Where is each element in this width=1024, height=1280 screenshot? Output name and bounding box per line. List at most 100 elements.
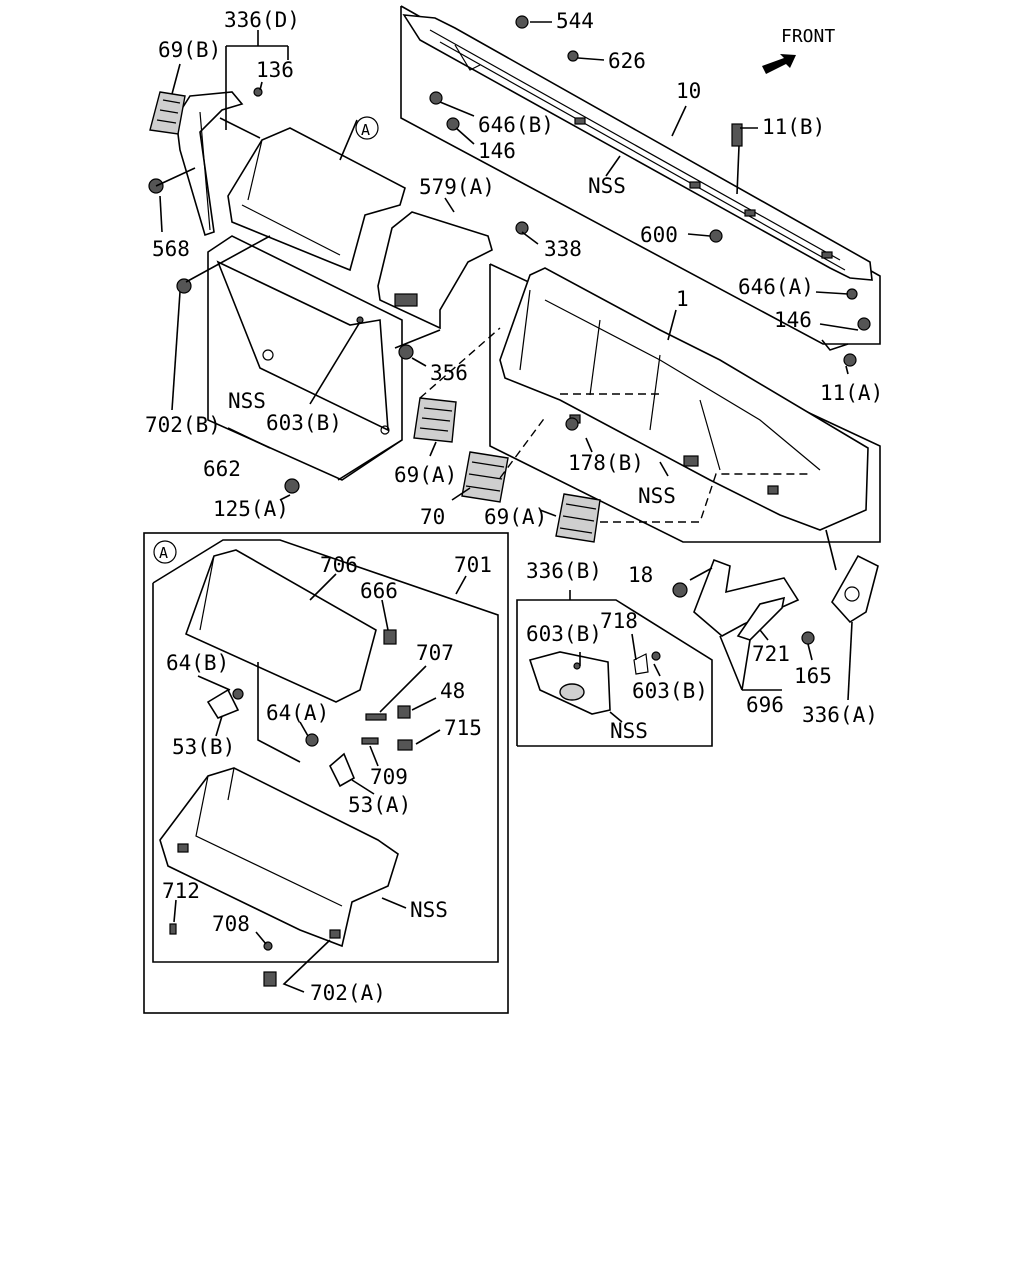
- label-646a: 646(A): [738, 275, 814, 299]
- label-nss-glove-box: NSS: [410, 898, 448, 922]
- label-nss-dashboard: NSS: [638, 484, 676, 508]
- label-165: 165: [794, 664, 832, 688]
- label-11b: 11(B): [762, 115, 825, 139]
- label-48: 48: [440, 679, 465, 703]
- clip-646a-icon: [846, 288, 858, 300]
- label-53b: 53(B): [172, 735, 235, 759]
- label-136: 136: [256, 58, 294, 82]
- screw-338-icon: [515, 221, 529, 235]
- label-603b-left: 603(B): [526, 622, 602, 646]
- dashboard-main-part-1: [499, 267, 869, 531]
- bolt-18-icon: [672, 582, 688, 598]
- clip-666-icon: [383, 629, 397, 645]
- vent-69a-upper: [413, 397, 457, 443]
- vent-70: [461, 451, 509, 503]
- label-708: 708: [212, 912, 250, 936]
- pin-709-icon: [361, 737, 379, 745]
- label-336b: 336(B): [526, 559, 602, 583]
- label-646b: 646(B): [478, 113, 554, 137]
- label-circle-a-inset: A: [159, 544, 168, 562]
- upper-trim-panel-10: [402, 14, 873, 281]
- clip-646b-icon: [429, 91, 443, 105]
- label-721: 721: [752, 642, 790, 666]
- upper-cover-part: [227, 127, 406, 272]
- label-146-right: 146: [774, 308, 812, 332]
- screw-146-icon: [446, 117, 460, 131]
- latch-715-icon: [397, 739, 413, 751]
- label-626: 626: [608, 49, 646, 73]
- part-number-labels: 336(D) 69(B) 136 568 702(B) NSS 603(B) 6…: [145, 8, 883, 1005]
- label-53a: 53(A): [348, 793, 411, 817]
- part-336b: [528, 651, 649, 715]
- label-712: 712: [162, 879, 200, 903]
- screw-626-icon: [567, 50, 579, 62]
- inset-leader-lines: [173, 573, 467, 993]
- washer-64b-icon: [232, 688, 244, 700]
- label-70: 70: [420, 505, 445, 529]
- nut-702b-icon: [176, 278, 192, 294]
- label-662: 662: [203, 457, 241, 481]
- label-1: 1: [676, 287, 689, 311]
- label-69a-upper: 69(A): [394, 463, 457, 487]
- front-arrow-icon: [762, 54, 796, 74]
- label-707: 707: [416, 641, 454, 665]
- label-69b: 69(B): [158, 38, 221, 62]
- label-356: 356: [430, 361, 468, 385]
- clip-702a-icon: [263, 971, 277, 987]
- label-336d: 336(D): [224, 8, 300, 32]
- part-336b-outline: [516, 599, 713, 747]
- label-701: 701: [454, 553, 492, 577]
- lower-cover-part: [216, 260, 390, 435]
- screw-64a-icon: [305, 733, 319, 747]
- front-direction-indicator: FRONT: [762, 26, 835, 74]
- circle-a-marker-main: [355, 116, 379, 140]
- label-nss-lower-cover: NSS: [228, 389, 266, 413]
- label-715: 715: [444, 716, 482, 740]
- inset-fastener-icons: [169, 629, 413, 987]
- inset-701-outline: [152, 539, 499, 963]
- nut-356-icon: [398, 344, 414, 360]
- leader-lines: [155, 21, 859, 723]
- clip-125a-icon: [284, 478, 300, 494]
- label-nss-upper-panel: NSS: [588, 174, 626, 198]
- label-718: 718: [600, 609, 638, 633]
- front-label: FRONT: [781, 26, 835, 47]
- label-10: 10: [676, 79, 701, 103]
- vent-69a-lower: [555, 493, 601, 543]
- label-706: 706: [320, 553, 358, 577]
- screw-146b-icon: [857, 317, 871, 331]
- label-579a: 579(A): [419, 175, 495, 199]
- screw-712-icon: [169, 923, 177, 935]
- label-18: 18: [628, 563, 653, 587]
- side-cap-336a: [831, 554, 879, 624]
- glove-box-body: [159, 767, 399, 948]
- glove-box-lid-706: [184, 549, 377, 703]
- label-603b-right: 603(B): [632, 679, 708, 703]
- bolt-707-icon: [365, 713, 387, 721]
- bolt-11b-icon: [731, 123, 743, 147]
- side-vent-69b: [149, 91, 186, 135]
- circle-a-marker-inset: [153, 540, 177, 564]
- clip-603b-3-icon: [651, 651, 661, 661]
- label-666: 666: [360, 579, 398, 603]
- clip-544-icon: [515, 15, 529, 29]
- bracket-53a-icon: [329, 752, 356, 788]
- clip-178b-icon: [565, 417, 579, 431]
- label-circle-a-main: A: [361, 121, 370, 139]
- clip-600-icon: [709, 229, 723, 243]
- label-603b: 603(B): [266, 411, 342, 435]
- label-178b: 178(B): [568, 451, 644, 475]
- label-702b: 702(B): [145, 413, 221, 437]
- label-336a: 336(A): [802, 703, 878, 727]
- label-69a-lower: 69(A): [484, 505, 547, 529]
- label-11a: 11(A): [820, 381, 883, 405]
- screw-11a-icon: [843, 353, 857, 367]
- inset-detail-a-frame: [143, 532, 509, 1014]
- label-600: 600: [640, 223, 678, 247]
- spring-48-icon: [397, 705, 411, 719]
- label-702a: 702(A): [310, 981, 386, 1005]
- label-146-upper: 146: [478, 139, 516, 163]
- trim-696: [693, 558, 800, 641]
- label-568: 568: [152, 237, 190, 261]
